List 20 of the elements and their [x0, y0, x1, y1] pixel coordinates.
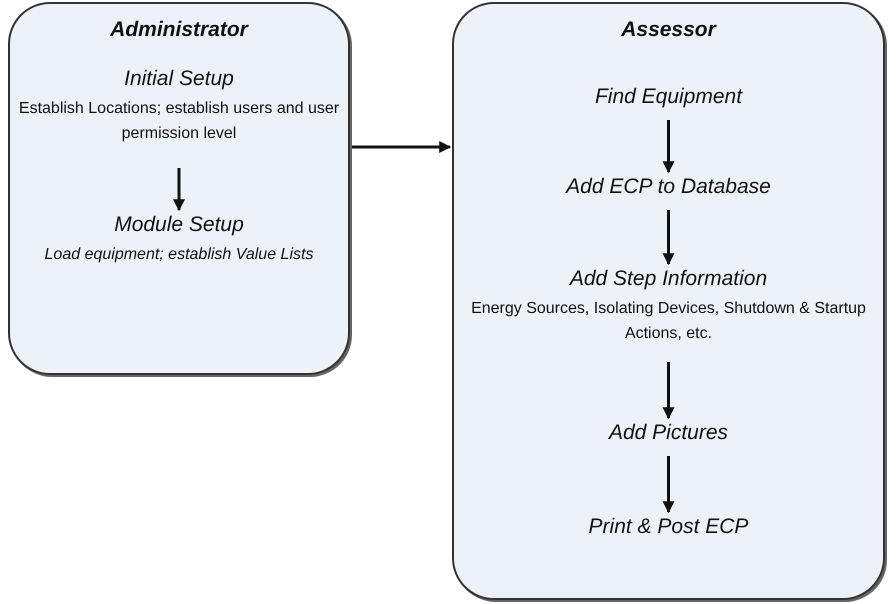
role-title: Assessor: [620, 18, 718, 42]
arrow: [662, 210, 674, 266]
step-title: Module Setup: [113, 212, 245, 238]
arrow: [662, 456, 674, 514]
step-description: Energy Sources, Isolating Devices, Shutdown & Startup Actions, etc.: [470, 299, 867, 344]
role-title: Administrator: [108, 18, 250, 42]
step-title: Print & Post ECP: [588, 514, 750, 540]
arrow: [662, 120, 674, 174]
step-description: Load equipment; establish Value Lists: [44, 245, 314, 265]
arrow: [173, 168, 185, 212]
step-title: Initial Setup: [123, 66, 235, 92]
actor-panel: [452, 2, 885, 600]
actor-panel: [8, 2, 350, 375]
step-title: Add Step Information: [568, 266, 768, 292]
arrow: [352, 141, 452, 153]
arrow: [662, 362, 674, 420]
step-title: Find Equipment: [594, 84, 744, 110]
step-title: Add ECP to Database: [564, 174, 772, 200]
step-description: Establish Locations; establish users and user permission level: [18, 99, 340, 144]
step-title: Add Pictures: [607, 420, 730, 446]
